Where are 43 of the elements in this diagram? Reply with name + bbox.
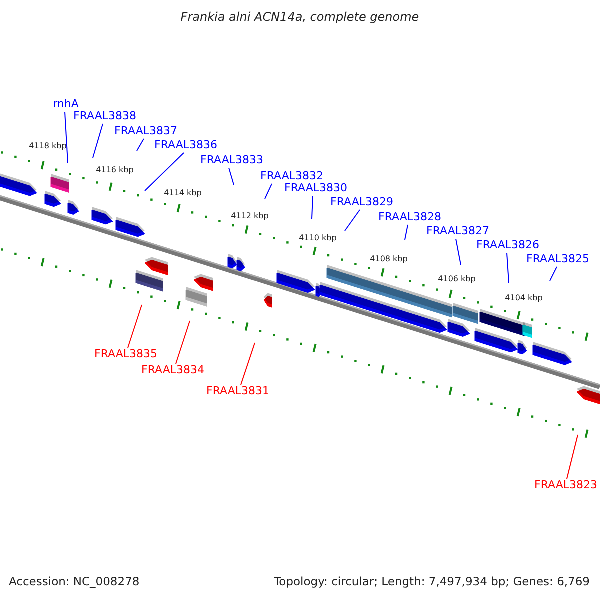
leader-line [550,266,558,282]
gene-label: FRAAL3837 [114,126,178,138]
title: Frankia alni ACN14a, complete genome [180,11,420,25]
scale-label: 4104 kbp [505,293,543,303]
leader-line [344,210,360,232]
gene-label: FRAAL3826 [476,240,540,252]
gene-label: FRAAL3825 [526,254,590,266]
leader-line [176,320,190,364]
gene-label: FRAAL3831 [206,386,270,398]
gene-label: FRAAL3835 [94,348,158,362]
leader-line [404,224,408,240]
gene-label: FRAAL3823 [534,480,598,492]
leader-line [128,304,142,348]
gene-label: FRAAL3830 [284,182,348,196]
gene-label: FRAAL3836 [154,140,218,152]
leader-line [92,124,104,158]
scale-label: 4114 kbp [164,188,202,198]
footer-text: Topology: circular; Length: 7,497,934 bp; Genes: 6,769 [274,575,590,589]
leader-line [566,434,578,480]
gene-label: FRAAL3838 [74,110,136,124]
leader-line [240,342,256,386]
scale-label: 4108 kbp [370,254,408,264]
leader-line [144,152,184,192]
gene-label: FRAAL3832 [260,170,324,184]
gene-label: FRAAL3834 [142,364,204,378]
scale-label: 4110 kbp [299,233,337,243]
leader-line [64,112,68,164]
leader-line [312,196,314,220]
gene-label: FRAAL3829 [330,196,394,210]
leader-line [506,252,510,284]
scale-label: 4116 kbp [96,165,134,175]
leader-line [136,138,144,152]
scale-label: 4106 kbp [438,274,476,284]
footer-text: Accession: NC_008278 [9,575,140,589]
scale-label: 4112 kbp [231,211,269,221]
gene-label: FRAAL3828 [378,212,442,224]
leader-line [264,184,272,200]
gene-label: rnhA [53,98,79,112]
leader-line [456,238,462,266]
leader-line [228,168,234,186]
scale-label: 4118 kbp [29,141,67,151]
gene-label: FRAAL3827 [426,226,490,238]
gene-label: FRAAL3833 [200,154,264,168]
